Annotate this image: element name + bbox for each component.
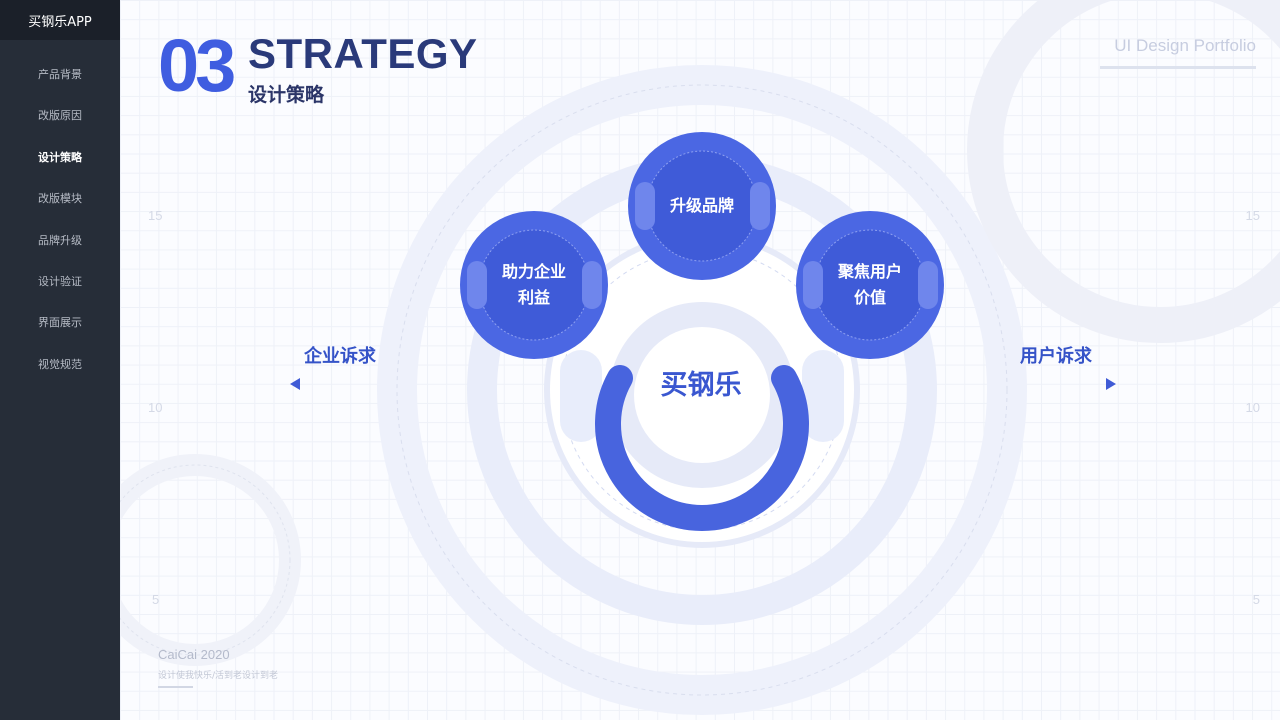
portfolio-underline	[1100, 66, 1256, 69]
section-number: 03	[158, 24, 236, 107]
axis-number-15-right: 15	[1245, 208, 1260, 223]
main-canvas: 03 STRATEGY 设计策略 UI Design Portfolio 15 …	[120, 0, 1280, 720]
app-title: 买钢乐APP	[0, 0, 120, 40]
axis-number-15-left: 15	[148, 208, 163, 223]
footer-underline	[158, 686, 193, 688]
axis-number-10-left: 10	[148, 400, 163, 415]
bubble-user-value: 聚焦用户 价值	[815, 230, 925, 340]
section-title-en: STRATEGY	[248, 30, 478, 77]
bubble-brand-upgrade-label: 升级品牌	[669, 196, 734, 215]
sidebar-item-redesign-reason[interactable]: 改版原因	[38, 109, 82, 123]
bubble-brand-upgrade: 升级品牌	[647, 151, 757, 261]
sidebar-item-interface-showcase[interactable]: 界面展示	[38, 316, 82, 330]
axis-number-5-left: 5	[152, 592, 160, 607]
sidebar: 买钢乐APP 产品背景 改版原因 设计策略 改版模块 品牌升级 设计验证 界面展…	[0, 0, 120, 720]
sidebar-item-brand-upgrade[interactable]: 品牌升级	[38, 233, 82, 247]
bubble-user-value-label: 聚焦用户 价值	[837, 262, 902, 307]
axis-number-10-right: 10	[1245, 400, 1260, 415]
footer-title: CaiCai 2020	[158, 647, 230, 662]
sidebar-item-design-validation[interactable]: 设计验证	[38, 274, 82, 288]
axis-number-5-right: 5	[1252, 592, 1260, 607]
section-title-cn: 设计策略	[248, 84, 325, 106]
right-arrow-head	[1106, 378, 1116, 390]
background-decoration	[120, 0, 1280, 715]
footer-subtitle: 设计使我快乐/活到老设计到老	[158, 671, 279, 681]
portfolio-label: UI Design Portfolio	[1114, 36, 1256, 55]
bubble-enterprise-benefit: 助力企业 利益	[479, 230, 589, 340]
sidebar-item-design-strategy[interactable]: 设计策略	[38, 150, 82, 164]
sidebar-item-product-background[interactable]: 产品背景	[38, 68, 82, 81]
sidebar-nav: 产品背景 改版原因 设计策略 改版模块 品牌升级 设计验证 界面展示 视觉规范	[0, 54, 120, 385]
left-arrow-head	[290, 378, 300, 390]
user-demand-label: 用户诉求	[1020, 346, 1092, 367]
center-brand-label: 买钢乐	[660, 370, 742, 401]
sidebar-item-redesign-modules[interactable]: 改版模块	[38, 192, 82, 206]
bubble-enterprise-benefit-label: 助力企业 利益	[501, 262, 566, 307]
sidebar-item-visual-spec[interactable]: 视觉规范	[38, 357, 82, 371]
enterprise-demand-label: 企业诉求	[304, 346, 376, 367]
